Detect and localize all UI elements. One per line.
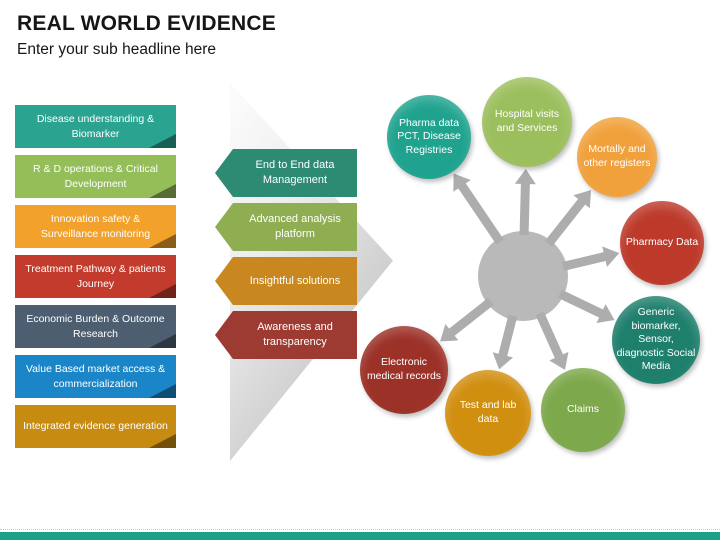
page-title: REAL WORLD EVIDENCE [17, 12, 276, 35]
node-label: Test and lab data [459, 399, 517, 425]
ribbon-label: Value Based market access & commercializ… [25, 363, 166, 390]
node-label: Pharmacy Data [625, 236, 699, 249]
node-electronic-medical-records: Electronic medical records [360, 326, 448, 414]
node-test-lab-data: Test and lab data [445, 370, 531, 456]
ribbon-innovation-safety: Innovation safety & Surveillance monitor… [15, 205, 176, 248]
node-pharmacy-data: Pharmacy Data [620, 201, 704, 285]
ribbon-label: R & D operations & Critical Development [33, 163, 158, 190]
ribbon-shape: Innovation safety & Surveillance monitor… [15, 205, 176, 248]
ribbon-label: Innovation safety & Surveillance monitor… [40, 213, 151, 240]
ribbon-economic-burden: Economic Burden & Outcome Research [15, 305, 176, 348]
node-mortality-registers: Mortally and other registers [577, 117, 657, 197]
tag-label: Insightful solutions [249, 274, 341, 287]
node-generic-biomarker-sensor: Generic biomarker, Sensor, diagnostic So… [612, 296, 700, 384]
ribbon-integrated-evidence: Integrated evidence generation [15, 405, 176, 448]
ribbon-value-based-access: Value Based market access & commercializ… [15, 355, 176, 398]
tag-end-to-end-data-management: End to End data Management [215, 149, 357, 197]
tag-label: Awareness and transparency [257, 321, 333, 348]
node-label: Claims [566, 403, 600, 416]
tag-advanced-analysis-platform: Advanced analysis platform [215, 203, 357, 251]
ribbon-disease-understanding: Disease understanding & Biomarker [15, 105, 176, 148]
node-claims: Claims [541, 368, 625, 452]
ribbon-label: Disease understanding & Biomarker [36, 113, 155, 140]
ribbon-shape: Value Based market access & commercializ… [15, 355, 176, 398]
node-label: Electronic medical records [366, 356, 442, 382]
footer-accent-bar [0, 532, 720, 540]
ribbon-label: Economic Burden & Outcome Research [26, 313, 165, 340]
ribbon-shape: Economic Burden & Outcome Research [15, 305, 176, 348]
tag-insightful-solutions: Insightful solutions [215, 257, 357, 305]
ribbon-shape: Integrated evidence generation [15, 405, 176, 448]
node-pharma-data-registries: Pharma data PCT, Disease Registries [387, 95, 471, 179]
node-label: Generic biomarker, Sensor, diagnostic So… [616, 305, 696, 373]
tag-label: End to End data Management [255, 159, 335, 186]
page-subtitle: Enter your sub headline here [17, 41, 217, 58]
ribbon-rd-operations: R & D operations & Critical Development [15, 155, 176, 198]
ribbon-label: Treatment Pathway & patients Journey [25, 263, 166, 290]
ribbon-shape: Treatment Pathway & patients Journey [15, 255, 176, 298]
ribbon-treatment-pathway: Treatment Pathway & patients Journey [15, 255, 176, 298]
ribbon-shape: R & D operations & Critical Development [15, 155, 176, 198]
tag-awareness-transparency: Awareness and transparency [215, 311, 357, 359]
ribbon-label: Integrated evidence generation [23, 420, 168, 433]
tag-label: Advanced analysis platform [249, 213, 341, 240]
node-label: Hospital visits and Services [494, 108, 560, 134]
ribbon-shape: Disease understanding & Biomarker [15, 105, 176, 148]
footer-dotted-rule [0, 529, 720, 530]
node-label: Pharma data PCT, Disease Registries [397, 116, 461, 156]
node-label: Mortally and other registers [583, 143, 651, 169]
node-hospital-visits-services: Hospital visits and Services [482, 77, 572, 167]
